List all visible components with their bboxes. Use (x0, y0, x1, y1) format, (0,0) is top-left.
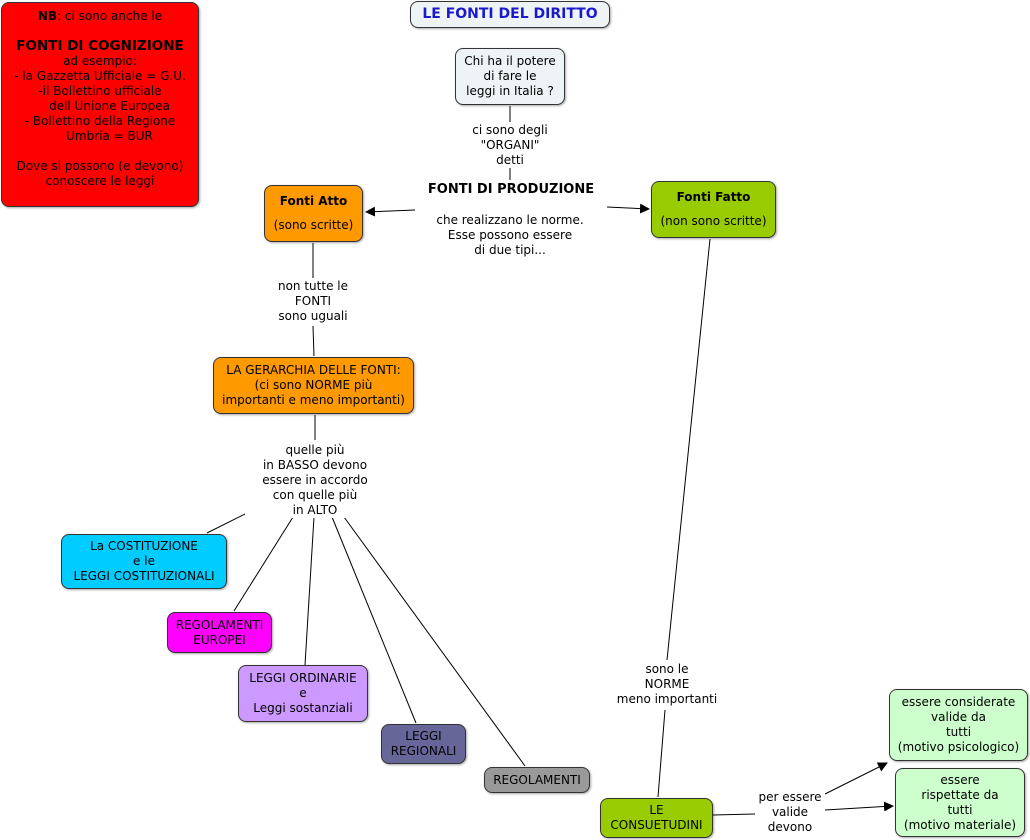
costituzione-node[interactable]: La COSTITUZIONE e le LEGGI COSTITUZIONAL… (61, 534, 227, 589)
valide-materiale-node[interactable]: essere rispettate da tutti (motivo mater… (895, 768, 1025, 837)
fonti-atto-title: Fonti Atto (279, 194, 348, 209)
line-to-leggi-regionali (331, 516, 417, 724)
arrow-to-fonti-atto (365, 206, 416, 217)
line-non-tutte-to-gerarchia (312, 325, 315, 357)
label-quelle-piu: quelle più in BASSO devono essere in acc… (245, 443, 385, 518)
leggi-regionali-node[interactable]: LEGGI REGIONALI (381, 724, 466, 764)
regolamenti-node[interactable]: REGOLAMENTI (484, 767, 590, 793)
regolamenti-europei-node[interactable]: REGOLAMENTI EUROPEI (167, 612, 272, 653)
leggi-regionali-text: LEGGI REGIONALI (390, 729, 457, 758)
line-consuetudini-to-per-essere (712, 813, 756, 816)
valide-materiale-text: essere rispettate da tutti (motivo mater… (903, 772, 1017, 832)
regolamenti-text: REGOLAMENTI (493, 772, 581, 787)
label-non-tutte: non tutte le FONTI sono uguali (263, 279, 363, 324)
regolamenti-europei-text: REGOLAMENTI EUROPEI (175, 617, 264, 647)
question-text: Chi ha il potere di fare le leggi in Ita… (464, 54, 556, 98)
valide-psicologico-text: essere considerate valide da tutti (moti… (897, 695, 1020, 754)
label-organi: ci sono degli "ORGANI" detti (460, 123, 560, 168)
question-node[interactable]: Chi ha il potere di fare le leggi in Ita… (455, 48, 565, 105)
label-fonti-produzione: FONTI DI PRODUZIONE (412, 182, 610, 197)
arrow-to-valide-materiale (824, 801, 894, 812)
fonti-fatto-title: Fonti Fatto (676, 190, 751, 205)
nb-intro: NB: ci sono anche le (37, 9, 163, 23)
fonti-cognizione-heading: FONTI DI COGNIZIONE (16, 38, 184, 54)
line-fatto-to-norme-meno (666, 238, 711, 661)
line-to-leggi-ordinarie (304, 516, 315, 666)
arrow-to-valide-psicologico (824, 762, 888, 795)
gerarchia-text: LA GERARCHIA DELLE FONTI: (ci sono NORME… (222, 363, 405, 407)
line-to-regolamenti-europei (233, 516, 294, 612)
fonti-cognizione-node[interactable]: NB: ci sono anche le FONTI DI COGNIZIONE… (1, 2, 199, 207)
title-node[interactable]: LE FONTI DEL DIRITTO (410, 1, 610, 28)
fonti-atto-node[interactable]: Fonti Atto (sono scritte) (264, 185, 363, 242)
fonti-atto-subtitle: (sono scritte) (273, 217, 354, 232)
costituzione-text: La COSTITUZIONE e le LEGGI COSTITUZIONAL… (73, 539, 215, 583)
leggi-ordinarie-text: LEGGI ORDINARIE e Leggi sostanziali (249, 671, 357, 715)
label-per-essere: per essere valide devono (755, 790, 825, 835)
fonti-fatto-subtitle: (non sono scritte) (660, 213, 767, 228)
label-produzione-body: che realizzano le norme. Esse possono es… (425, 213, 595, 258)
valide-psicologico-node[interactable]: essere considerate valide da tutti (moti… (889, 689, 1028, 761)
line-to-regolamenti (343, 516, 526, 767)
arrow-to-fonti-fatto (606, 203, 650, 214)
label-norme-meno: sono le NORME meno importanti (612, 662, 722, 707)
title-text: LE FONTI DEL DIRITTO (422, 6, 598, 22)
fonti-cognizione-body: ad esempio: - la Gazzetta Ufficiale = G.… (14, 54, 186, 188)
line-norme-meno-to-consuetudini (657, 709, 666, 798)
consuetudini-node[interactable]: LE CONSUETUDINI (600, 798, 713, 838)
gerarchia-node[interactable]: LA GERARCHIA DELLE FONTI: (ci sono NORME… (213, 357, 414, 414)
fonti-fatto-node[interactable]: Fonti Fatto (non sono scritte) (651, 181, 776, 238)
leggi-ordinarie-node[interactable]: LEGGI ORDINARIE e Leggi sostanziali (238, 665, 368, 722)
consuetudini-text: LE CONSUETUDINI (610, 803, 703, 832)
